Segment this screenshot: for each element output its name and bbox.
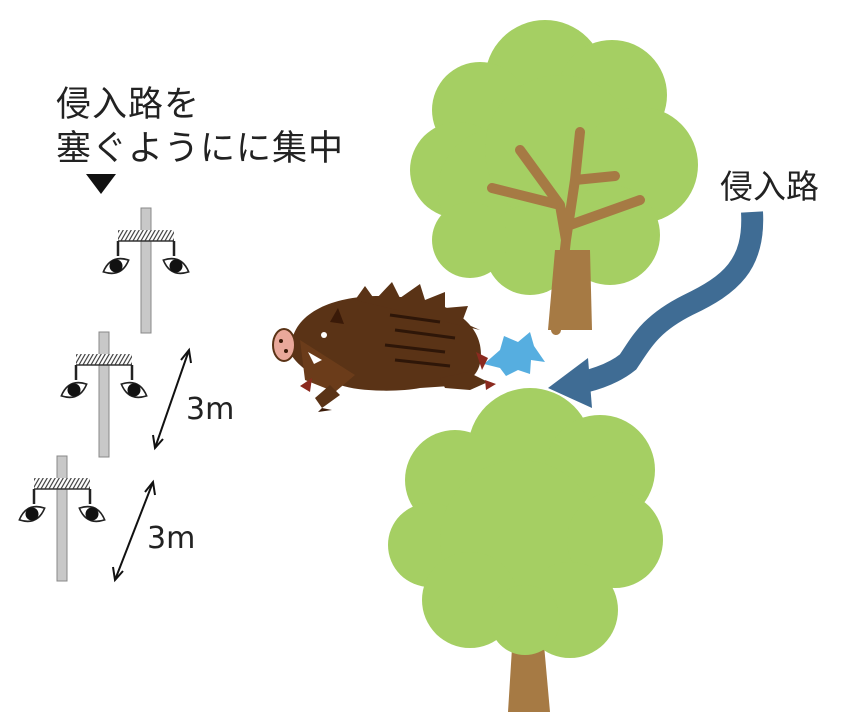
double-arrow-icon bbox=[152, 347, 192, 451]
tree-icon bbox=[410, 20, 698, 335]
caption-line-2: 塞ぐようにに集中 bbox=[56, 129, 345, 169]
camera-post-3 bbox=[17, 456, 108, 581]
distance-label-1: 3m bbox=[186, 392, 235, 427]
caption-line-1: 侵入路を bbox=[56, 85, 201, 125]
double-arrow-icon bbox=[112, 479, 156, 583]
tree-icon bbox=[388, 388, 663, 712]
path-arrow-icon bbox=[570, 211, 764, 395]
boar-icon bbox=[272, 282, 496, 412]
down-triangle-icon bbox=[86, 174, 116, 194]
distance-label-2: 3m bbox=[147, 521, 196, 556]
camera-post-2 bbox=[59, 332, 150, 457]
intrusion-path-label: 侵入路 bbox=[720, 167, 819, 206]
camera-post-1 bbox=[101, 208, 192, 333]
impact-burst-icon bbox=[484, 332, 545, 376]
